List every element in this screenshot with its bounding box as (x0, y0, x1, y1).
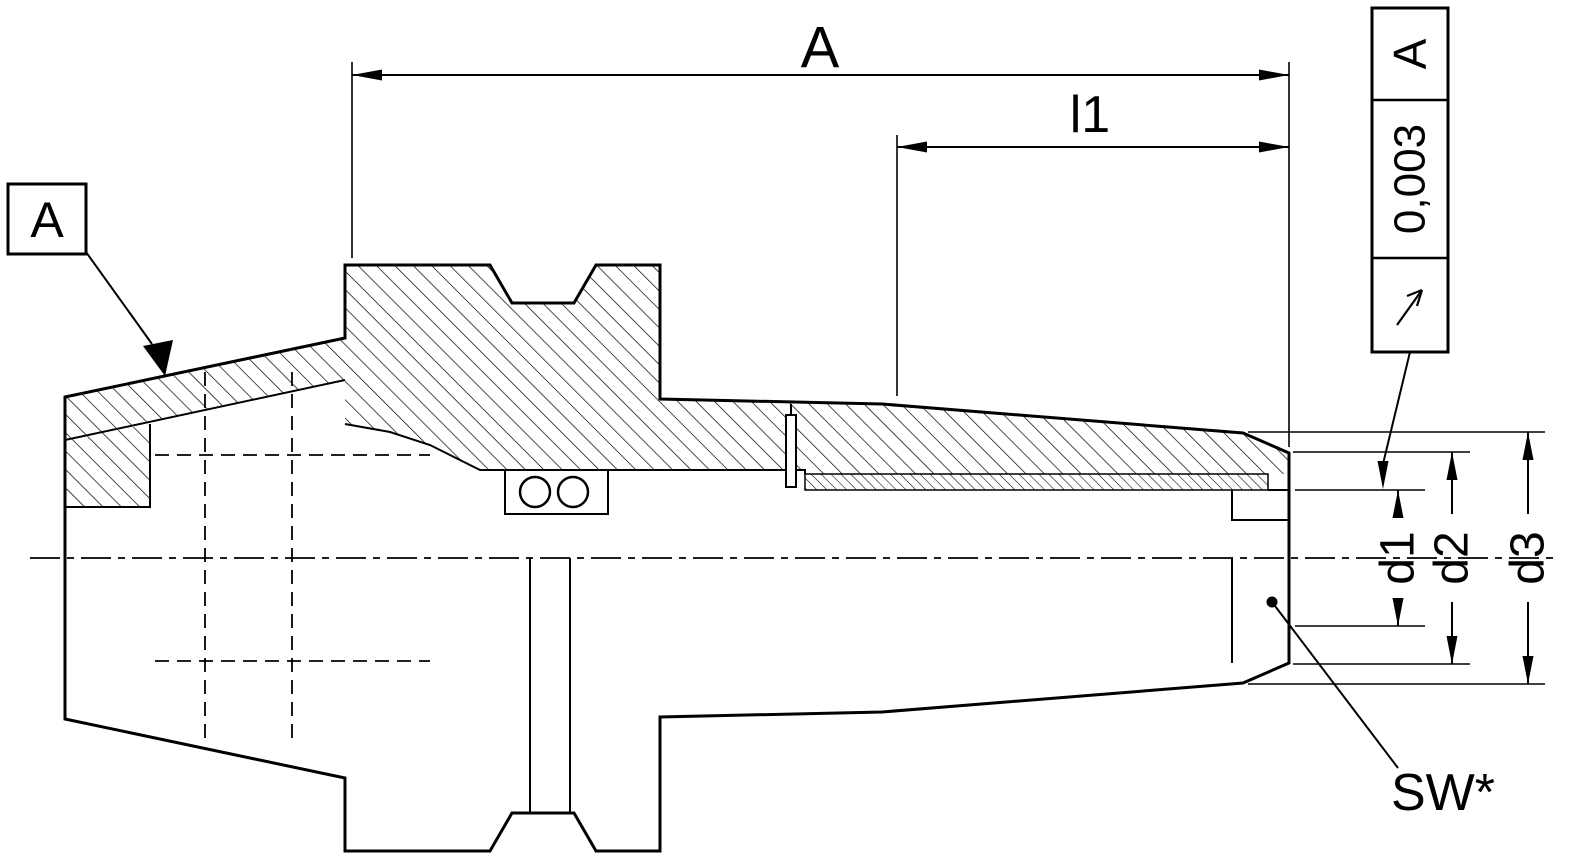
coolant-tube (785, 404, 797, 488)
tolerance-leader-arrowhead (1377, 461, 1389, 489)
dim-label-a: A (801, 16, 840, 81)
dimension-d2: d2 (1293, 451, 1479, 665)
wrench-size-label: SW* (1391, 764, 1495, 822)
arrowhead-a-right (1259, 69, 1289, 81)
runout-arrow-icon (1396, 288, 1424, 326)
flange-cavity-edge (344, 423, 660, 471)
clamp-balls (518, 475, 590, 509)
arrowhead-a-left (352, 69, 382, 81)
tolerance-leader (1382, 351, 1411, 465)
dimension-d1: d1 (1295, 489, 1425, 627)
shank-wall-inner-edge (64, 379, 346, 441)
hatch-shank-wall (65, 338, 345, 440)
arrowhead-d1-bottom (1392, 598, 1404, 626)
arrowhead-d1-top (1392, 490, 1404, 518)
dim-label-l1: l1 (1070, 86, 1110, 144)
shank-face-inner-edge (65, 424, 151, 508)
dimension-overall-length: A (351, 16, 1290, 447)
dim-label-d1: d1 (1372, 531, 1425, 584)
dim-label-d3: d3 (1502, 531, 1555, 584)
section-hatching (65, 265, 1289, 507)
internal-edges (64, 379, 1289, 521)
tolerance-frame: A 0,003 (1370, 6, 1450, 489)
arrowhead-d2-top (1446, 452, 1458, 480)
nose-bore-edge (660, 469, 806, 474)
datum-letter: A (30, 192, 64, 248)
toolholder-outline (63, 263, 1291, 853)
external-details (529, 558, 1233, 813)
wrench-size-callout: SW* (1266, 596, 1495, 822)
clamp-ball-left (518, 475, 552, 509)
arrowhead-d3-bottom (1522, 656, 1534, 684)
datum-leader (85, 251, 153, 345)
datum-box (6, 182, 88, 256)
dimension-d3: d3 (1248, 431, 1555, 685)
arrowhead-l1-left (897, 141, 927, 153)
wrench-callout-leader (1271, 601, 1399, 769)
hatch-bore-sleeve (804, 473, 1269, 491)
hatch-nose-wall (660, 399, 1289, 474)
coolant-tube-body (785, 414, 797, 488)
datum-triangle-icon (143, 340, 173, 376)
tolerance-value: 0,003 (1386, 124, 1435, 234)
tolerance-datum-ref: A (1384, 38, 1436, 69)
datum-flag: A (6, 182, 173, 376)
arrowhead-d3-top (1522, 432, 1534, 460)
clamp-ball-right (556, 475, 590, 509)
hatch-flange (345, 265, 660, 470)
arrowhead-d2-bottom (1446, 636, 1458, 664)
counterbore-edge (1231, 490, 1289, 521)
arrowhead-l1-right (1259, 141, 1289, 153)
dim-label-d2: d2 (1426, 531, 1479, 584)
clamp-housing (504, 470, 609, 515)
dimension-projection-length: l1 (896, 86, 1289, 396)
hatch-shank-face (65, 424, 150, 507)
